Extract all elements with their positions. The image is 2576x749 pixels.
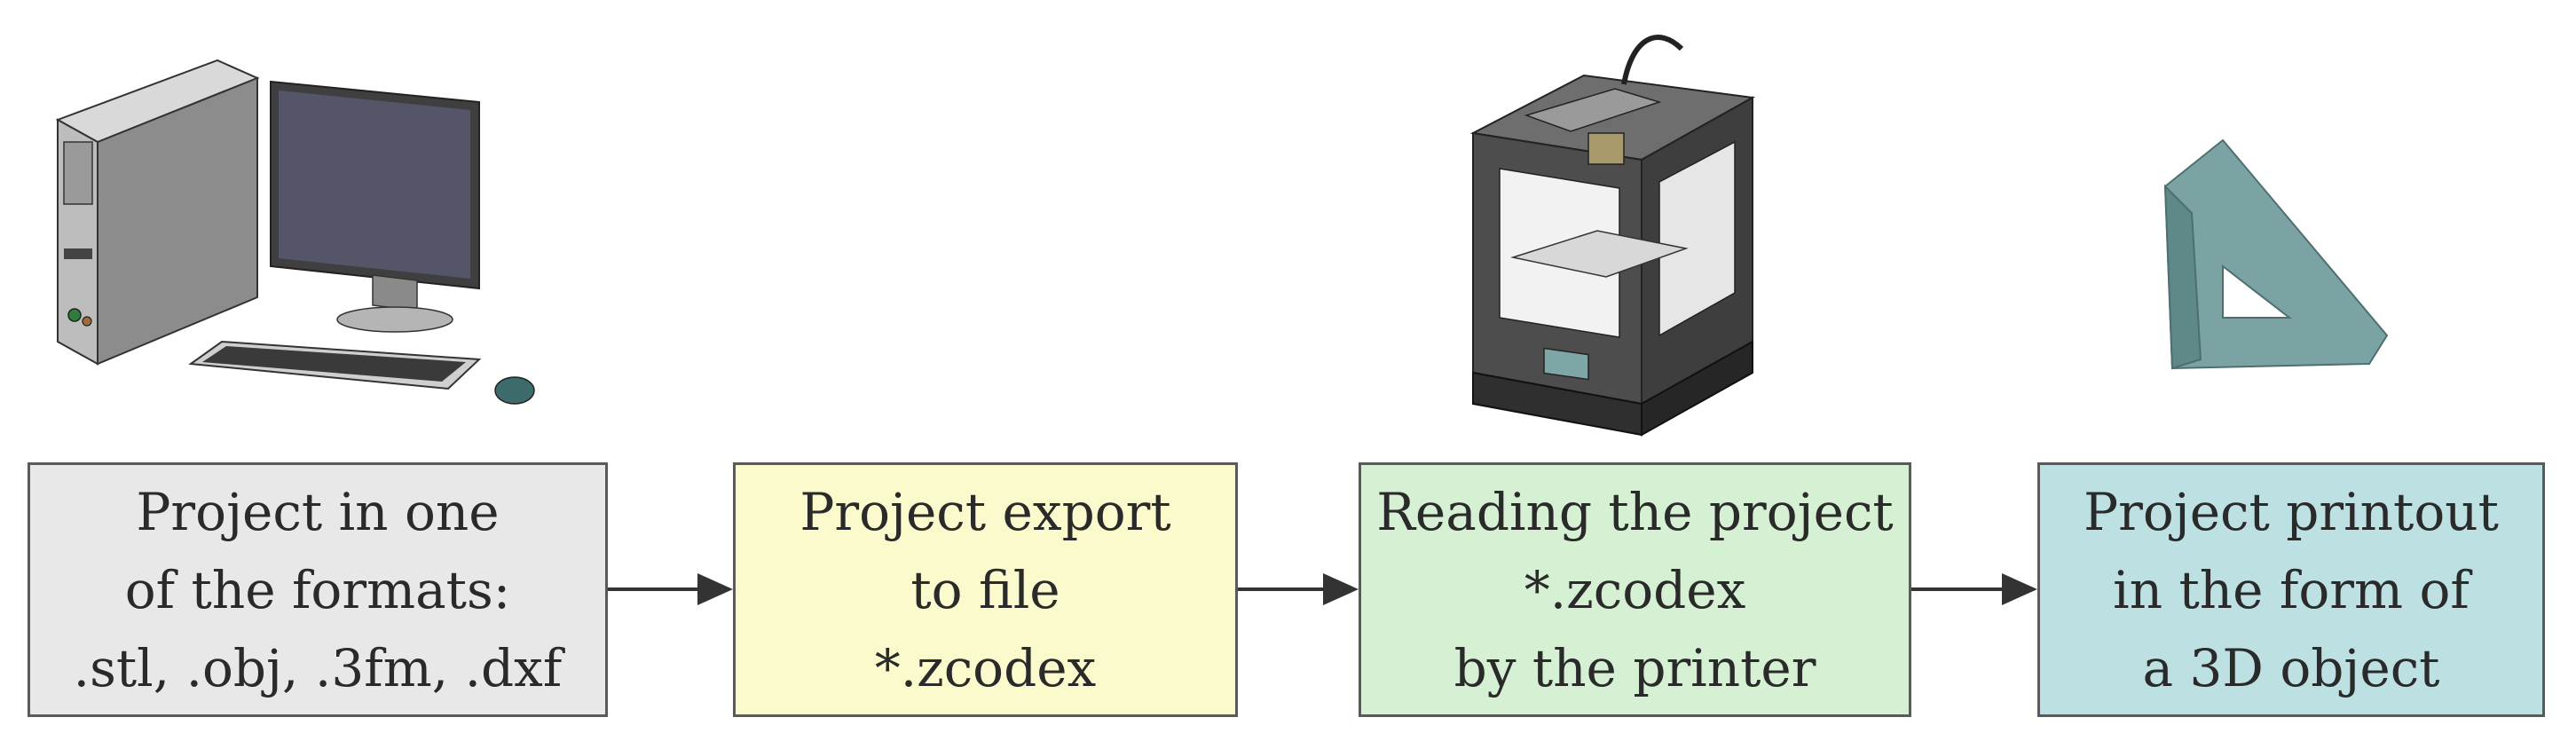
3d-printer-icon <box>1469 35 1756 437</box>
step-1-line-1: Project in one <box>136 481 500 542</box>
arrow-2-to-3 <box>1238 573 1359 605</box>
step-box-project-formats: Project in one of the formats: .stl, .ob… <box>28 462 608 717</box>
step-1-line-3: .stl, .obj, .3fm, .dxf <box>73 637 563 698</box>
step-box-export: Project export to file *.zcodex <box>733 462 1238 717</box>
step-4-line-1: Project printout <box>2084 481 2499 542</box>
step-1-line-2: of the formats: <box>124 559 511 620</box>
step-box-printout: Project printout in the form of a 3D obj… <box>2037 462 2545 717</box>
step-2-line-2: to file <box>910 559 1060 620</box>
step-4-line-3: a 3D object <box>2142 637 2440 698</box>
step-3-line-2: *.zcodex <box>1524 559 1746 620</box>
step-2-line-3: *.zcodex <box>874 637 1097 698</box>
arrow-1-to-2 <box>608 573 733 605</box>
arrow-3-to-4 <box>1911 573 2037 605</box>
desktop-computer-icon <box>55 59 535 405</box>
step-4-line-2: in the form of <box>2113 559 2470 620</box>
step-3-line-1: Reading the project <box>1376 481 1894 542</box>
triangle-object-icon <box>2163 138 2389 370</box>
step-2-line-1: Project export <box>800 481 1171 542</box>
step-3-line-3: by the printer <box>1453 637 1816 698</box>
step-box-reading: Reading the project *.zcodex by the prin… <box>1359 462 1911 717</box>
